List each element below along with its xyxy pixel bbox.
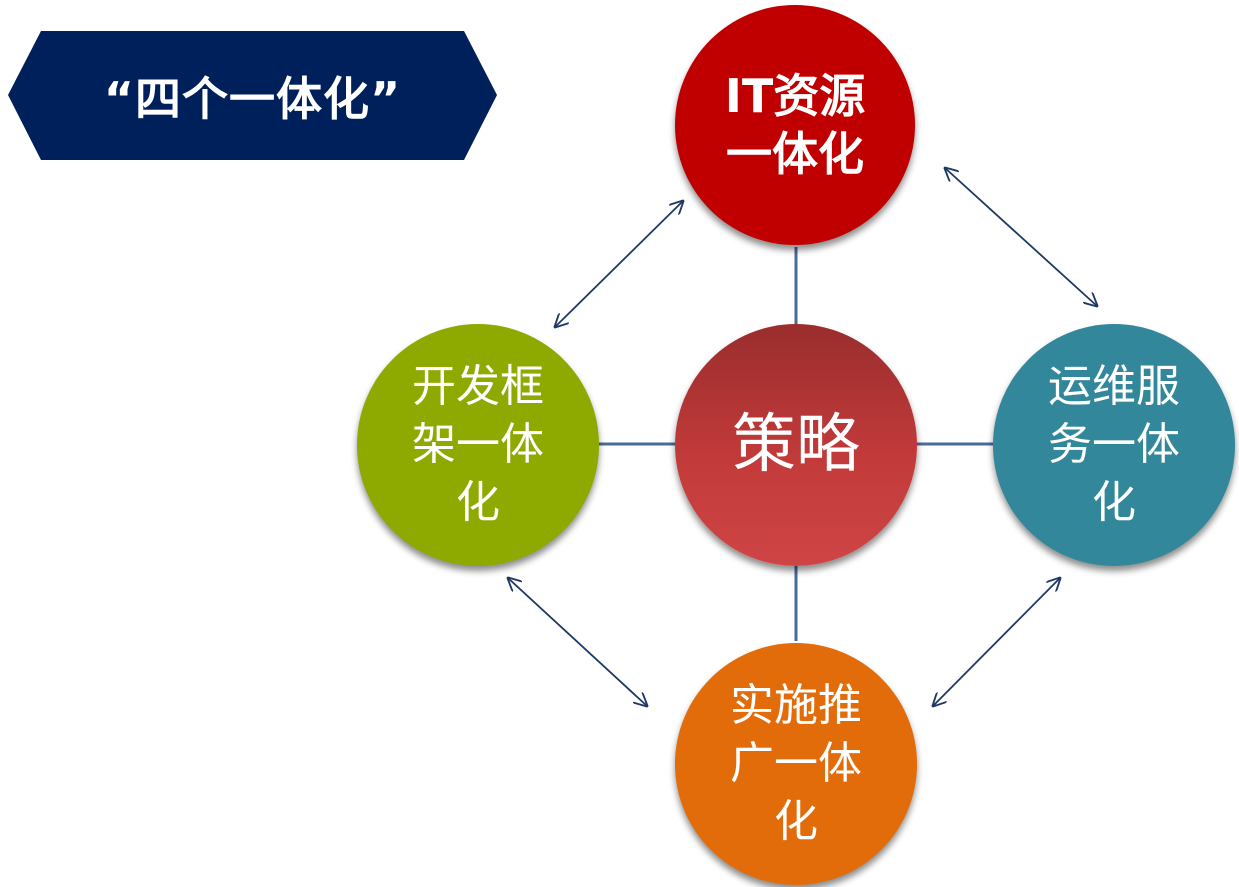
title-banner: “四个一体化” <box>8 31 497 160</box>
node-it-resource-label: IT资源 一体化 <box>724 69 866 181</box>
banner-shape <box>8 31 497 160</box>
node-it-resource: IT资源 一体化 <box>675 5 915 245</box>
arrow-it-ops <box>945 168 1097 306</box>
node-strategy-label: 策略 <box>732 408 860 482</box>
node-dev-framework-label: 开发框 架一体 化 <box>412 361 544 528</box>
arrow-dev-impl <box>508 578 647 706</box>
node-implementation-label: 实施推 广一体 化 <box>730 680 862 847</box>
node-dev-framework: 开发框 架一体 化 <box>357 324 599 566</box>
banner-title: “四个一体化” <box>103 71 402 126</box>
node-implementation: 实施推 广一体 化 <box>675 643 917 885</box>
node-ops-service-label: 运维服 务一体 化 <box>1048 361 1180 528</box>
node-strategy: 策略 <box>675 324 917 566</box>
node-ops-service: 运维服 务一体 化 <box>993 324 1235 566</box>
arrow-ops-impl <box>933 578 1060 706</box>
arrow-it-dev <box>555 201 683 327</box>
